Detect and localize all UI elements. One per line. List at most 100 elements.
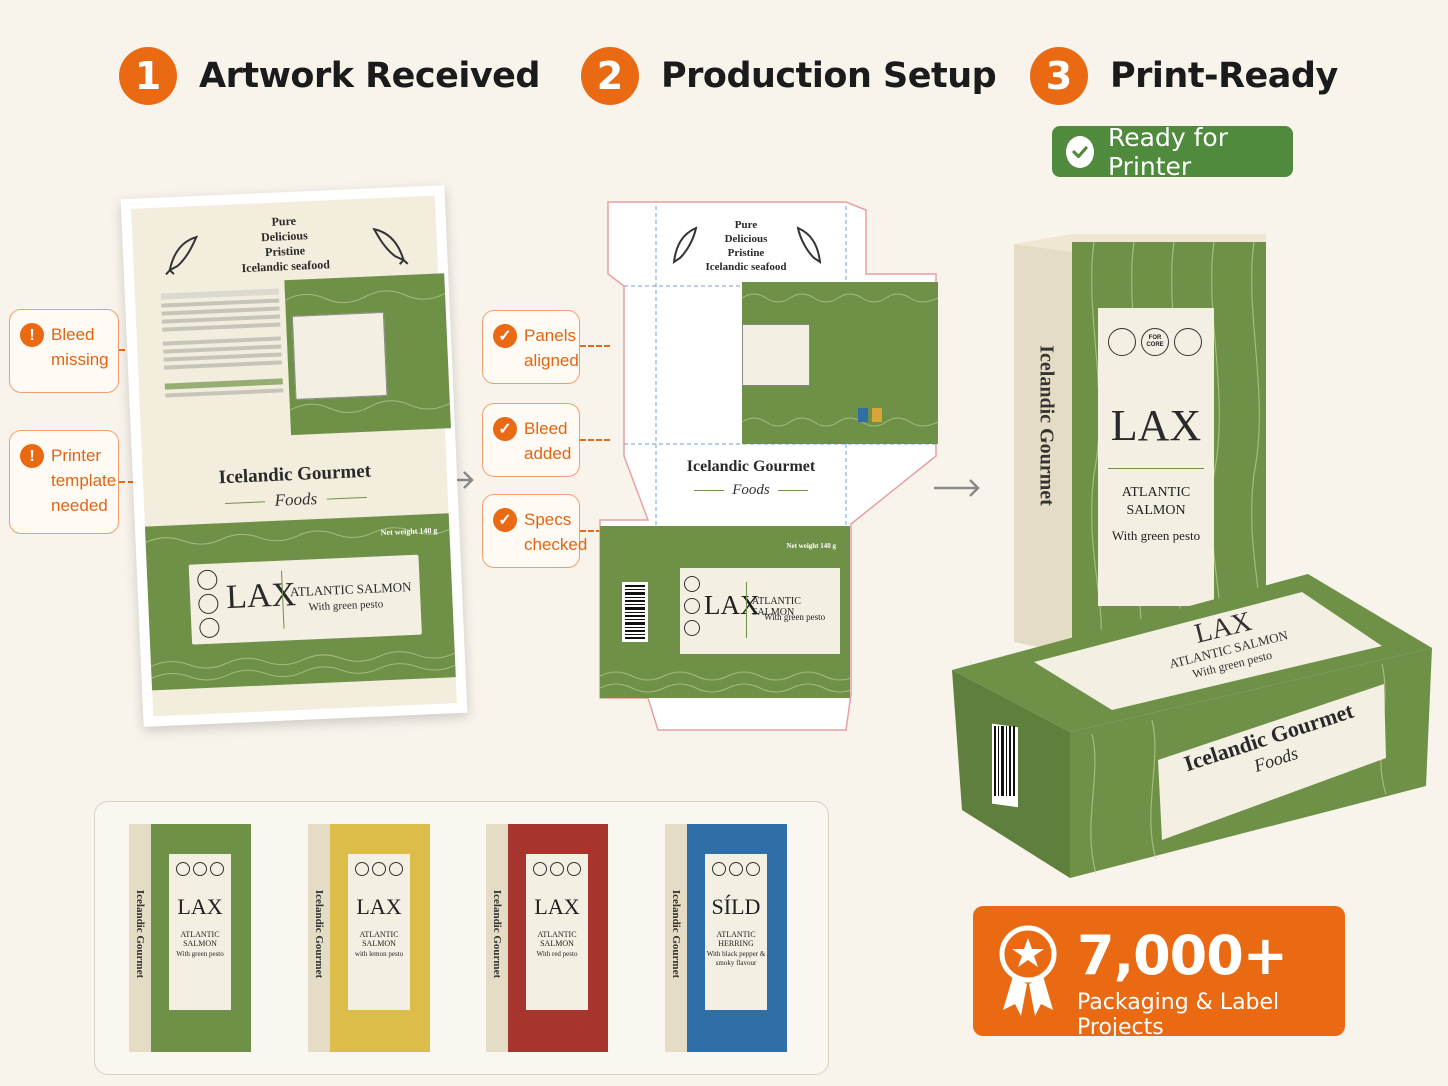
mini-line: ATLANTIC xyxy=(180,930,220,939)
callout-text: checked xyxy=(524,535,588,554)
box-side xyxy=(665,824,687,1052)
front-panel: Net weight 140 g LAX ATLANTIC SALMON Wit… xyxy=(600,526,850,698)
brand-name: Icelandic Gourmet xyxy=(134,889,146,979)
connector-line xyxy=(580,439,610,441)
step-number: 3 xyxy=(1030,47,1088,105)
lineup-box: Icelandic Gourmet SÍLD ATLANTIC HERRING … xyxy=(665,824,787,1052)
brand-script-text: Foods xyxy=(274,489,318,510)
mini-product-code: LAX xyxy=(356,894,402,919)
tagline-line: Pristine xyxy=(727,247,765,259)
mini-line: HERRING xyxy=(718,939,754,948)
step-title: Artwork Received xyxy=(199,56,540,96)
product-sub: With green pesto xyxy=(1111,528,1201,543)
callout-text: missing xyxy=(51,350,109,369)
mini-line: With black pepper & smoky flavour xyxy=(706,950,766,967)
tagline-line: Pure xyxy=(734,219,758,231)
barcode-icon xyxy=(622,582,648,642)
mini-product-code: SÍLD xyxy=(711,894,761,919)
callout-text: Printer xyxy=(51,446,102,465)
artwork-label: Pure Delicious Pristine Icelandic seafoo… xyxy=(120,185,468,727)
product-name: ATLANTIC SALMON xyxy=(1121,485,1191,518)
front-panel: Net weight 140 g LAX ATLANTIC SALMON Wit… xyxy=(144,513,456,691)
fish-icon xyxy=(668,220,702,273)
brand-name: Icelandic Gourmet xyxy=(686,458,816,475)
ready-badge-label: Ready for Printer xyxy=(1108,122,1228,181)
tagline: Pure Delicious Pristine Icelandic seafoo… xyxy=(696,218,796,274)
brand-script: Foods xyxy=(656,482,846,499)
fish-icon xyxy=(366,222,410,273)
callout-panels-aligned: ✓ Panels aligned xyxy=(482,310,580,384)
step-1-header: 1 Artwork Received xyxy=(119,47,540,105)
brand-name: Icelandic Gourmet xyxy=(313,889,325,979)
tagline-line: Icelandic seafood xyxy=(705,261,787,273)
net-weight: Net weight 140 g xyxy=(786,542,836,550)
brand-name: Icelandic Gourmet xyxy=(491,889,503,979)
connector-line xyxy=(580,530,610,532)
brand-script-text: Foods xyxy=(732,482,770,498)
award-ribbon-icon xyxy=(997,924,1059,1023)
product-code: LAX xyxy=(1110,401,1202,450)
step-title: Production Setup xyxy=(661,56,997,96)
mini-product-code: LAX xyxy=(177,894,223,919)
fish-icon xyxy=(162,231,206,282)
callout-text: Bleed xyxy=(524,419,568,438)
stat-caption: Packaging & Label Projects xyxy=(1077,990,1280,1040)
side-brand: Icelandic Gourmet xyxy=(134,835,146,1033)
callout-text: Panels xyxy=(524,326,576,345)
product-lineup: Icelandic Gourmet LAX ATLANTIC SALMON Wi… xyxy=(94,801,829,1075)
dieline-template: Pure Delicious Pristine Icelandic seafoo… xyxy=(596,198,941,731)
side-brand: Icelandic Gourmet xyxy=(313,835,325,1033)
mini-label: LAX ATLANTIC SALMON With green pesto xyxy=(169,854,231,1010)
step-3-header: 3 Print-Ready xyxy=(1030,47,1338,105)
mini-line: SALMON xyxy=(183,939,217,948)
fish-icon xyxy=(792,220,826,273)
step-number: 1 xyxy=(119,47,177,105)
product-code: LAX xyxy=(704,590,760,620)
box-side xyxy=(129,824,151,1052)
barcode-icon xyxy=(994,724,1016,800)
brand-name: Icelandic Gourmet xyxy=(670,889,682,979)
connector-line xyxy=(580,345,610,347)
callout-text: template xyxy=(51,471,117,490)
ready-for-printer-badge: Ready for Printer xyxy=(1052,123,1293,181)
product-sub: With green pesto xyxy=(764,612,826,622)
callout-text: aligned xyxy=(524,351,579,370)
badge-text: FOR CORE xyxy=(1146,335,1164,348)
mini-line: with lemon pesto xyxy=(354,950,404,958)
step-number: 2 xyxy=(581,47,639,105)
product-sub: With green pesto xyxy=(308,598,384,614)
mini-label: LAX ATLANTIC SALMON with lemon pesto xyxy=(348,854,410,1010)
product-panel: LAX ATLANTIC SALMON With green pesto xyxy=(188,554,422,645)
box-side xyxy=(308,824,330,1052)
step-title: Print-Ready xyxy=(1110,56,1338,96)
projects-stat-badge: 7,000+ Packaging & Label Projects xyxy=(973,906,1345,1040)
lineup-box: Icelandic Gourmet LAX ATLANTIC SALMON Wi… xyxy=(129,824,251,1052)
tagline: Pure Delicious Pristine Icelandic seafoo… xyxy=(192,210,378,278)
mini-line: With red pesto xyxy=(536,950,578,958)
mini-product-code: LAX xyxy=(534,894,580,919)
check-circle-icon: ✓ xyxy=(493,417,517,441)
box-side-brand: Icelandic Gourmet xyxy=(1035,226,1058,626)
badge-for-core: FOR CORE xyxy=(1141,328,1169,356)
warning-icon: ! xyxy=(20,323,44,347)
lineup-box: Icelandic Gourmet LAX ATLANTIC SALMON Wi… xyxy=(486,824,608,1052)
box-upright: Icelandic Gourmet FOR CORE LAX ATLANTIC … xyxy=(1014,234,1266,654)
ingredients-panel xyxy=(154,273,451,445)
mini-label: SÍLD ATLANTIC HERRING With black pepper … xyxy=(705,854,767,1010)
brand-name: Icelandic Gourmet xyxy=(1035,345,1058,506)
side-brand: Icelandic Gourmet xyxy=(491,835,503,1033)
side-brand: Icelandic Gourmet xyxy=(670,835,682,1033)
check-circle-icon: ✓ xyxy=(493,508,517,532)
box-lying: LAX ATLANTIC SALMON With green pesto Ice… xyxy=(952,574,1432,878)
stat-value: 7,000+ xyxy=(1077,924,1288,987)
check-circle-icon: ✓ xyxy=(493,324,517,348)
check-icon xyxy=(1066,135,1095,168)
mini-line: ATLANTIC xyxy=(537,930,577,939)
tagline-line: Delicious xyxy=(724,233,768,245)
callout-text: added xyxy=(524,444,572,463)
lineup-box: Icelandic Gourmet LAX ATLANTIC SALMON wi… xyxy=(308,824,430,1052)
mini-line: SALMON xyxy=(362,939,396,948)
